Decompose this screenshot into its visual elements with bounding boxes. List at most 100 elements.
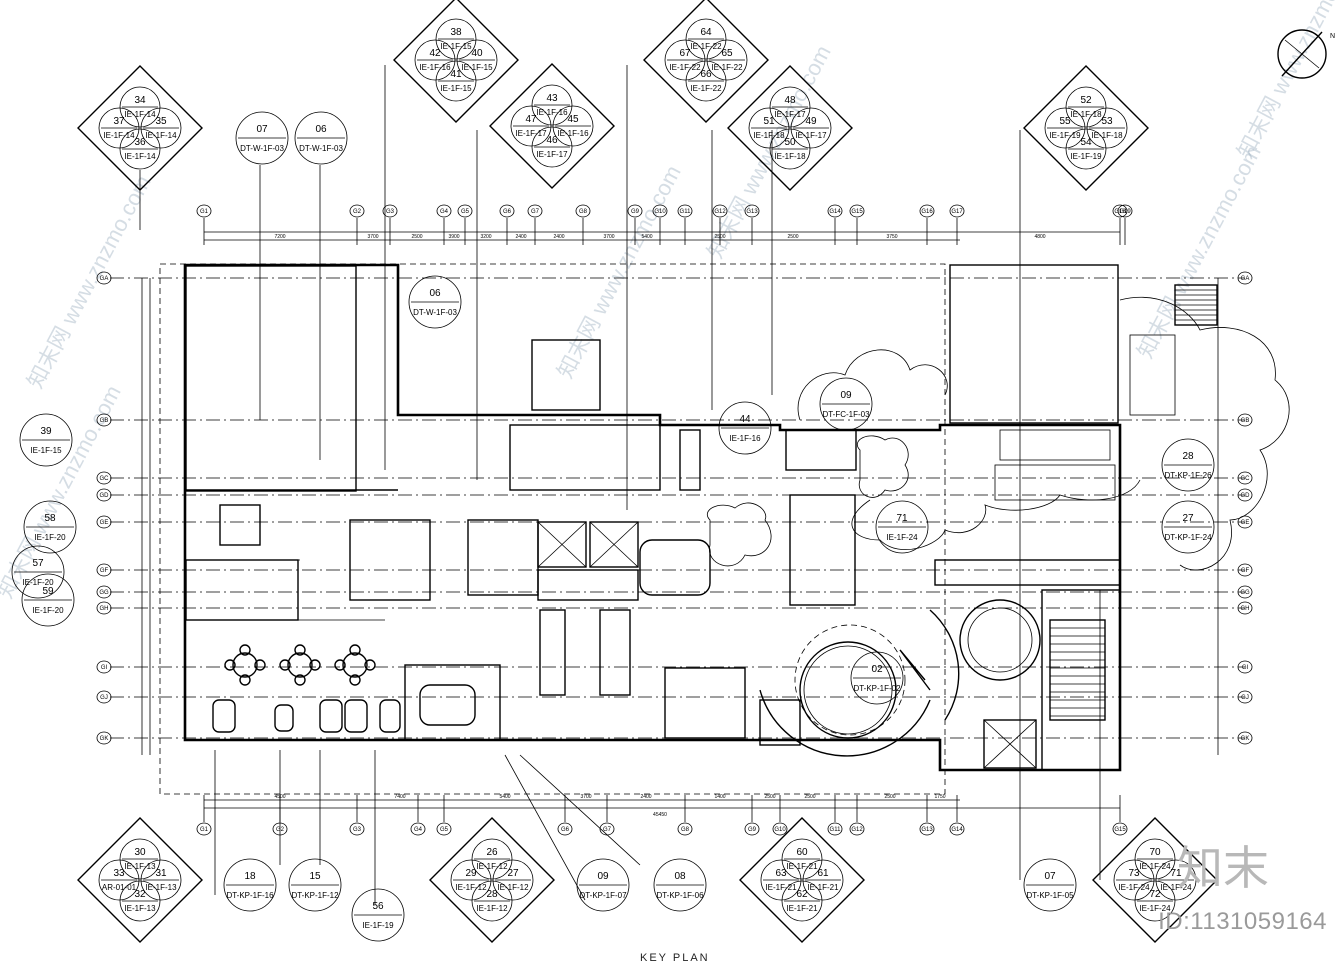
tag-number: 18	[244, 871, 256, 882]
reference-circle	[748, 107, 790, 149]
reference-number: 49	[805, 116, 817, 127]
reference-circle	[552, 105, 594, 147]
tag-circle	[408, 275, 462, 329]
reference-number: 30	[134, 847, 146, 858]
diamond-frame	[77, 65, 203, 191]
reference-sheet: IE-1F-17	[536, 150, 568, 159]
reference-sheet: IE-1F-18	[753, 131, 785, 140]
dimension-value: 2500	[804, 794, 815, 800]
reference-sheet: IE-1F-15	[461, 63, 493, 72]
stairs	[1049, 284, 1218, 721]
grid-label: G10	[774, 827, 786, 833]
grid-bubble	[677, 822, 693, 836]
tag-number: 28	[1182, 451, 1194, 462]
grid-label: GB	[100, 418, 109, 424]
grid-bubble	[712, 204, 728, 218]
tag-sheet: DT-KP-1F-12	[291, 891, 339, 900]
grid-label: G16	[921, 209, 933, 215]
grid-bubble	[382, 204, 398, 218]
grid-label: GJ	[1241, 695, 1249, 701]
reference-number: 34	[134, 95, 146, 106]
reference-sheet: IE-1F-12	[476, 862, 508, 871]
tag-number: 06	[315, 124, 327, 135]
reference-sheet: IE-1F-14	[103, 131, 135, 140]
reference-sheet: IE-1F-18	[1091, 131, 1123, 140]
reference-circle	[450, 859, 492, 901]
reference-number: 54	[1080, 137, 1092, 148]
grid-label: G6	[561, 827, 570, 833]
grid-label: GI	[1242, 665, 1249, 671]
grid-bubble	[410, 822, 426, 836]
grid-bubble	[1237, 731, 1253, 745]
reference-number: 65	[721, 48, 733, 59]
grid-bubble	[96, 690, 112, 704]
reference-number: 41	[450, 69, 462, 80]
dimension-value: 3900	[448, 234, 459, 240]
reference-sheet: IE-1F-15	[440, 42, 472, 51]
reference-sheet: IE-1F-17	[795, 131, 827, 140]
grid-bubble	[436, 204, 452, 218]
reference-circle	[510, 105, 552, 147]
grid-bubble	[849, 204, 865, 218]
grid-bubble	[96, 413, 112, 427]
grid-bubble	[96, 471, 112, 485]
reference-number: 27	[507, 868, 519, 879]
dimension-value: 3700	[603, 234, 614, 240]
reference-circle	[664, 39, 706, 81]
grid-label: G18	[1114, 209, 1126, 215]
dimension-value: 5400	[499, 794, 510, 800]
grid-bubble	[1117, 204, 1133, 218]
dimension-value: 3700	[367, 234, 378, 240]
grid-bubble	[96, 660, 112, 674]
dimension-value: 3200	[480, 234, 491, 240]
reference-number: 63	[775, 868, 787, 879]
reference-circle	[706, 39, 748, 81]
tag-circle	[819, 377, 873, 431]
watermark-text: 知末网 www.znzmo.com	[22, 171, 155, 392]
grid-bubble	[96, 731, 112, 745]
tag-number: 58	[44, 513, 56, 524]
tag-circle	[235, 111, 289, 165]
grid-label: G13	[921, 827, 933, 833]
reference-number: 28	[486, 889, 498, 900]
reference-circle	[1065, 128, 1107, 170]
tag-sheet: DT-KP-1F-24	[1164, 533, 1212, 542]
tag-number: 06	[429, 288, 441, 299]
grid-label: G5	[440, 827, 449, 833]
reference-sheet: IE-1F-18	[1070, 110, 1102, 119]
dimension-value: 2500	[411, 234, 422, 240]
grid-bubble	[96, 515, 112, 529]
tag-circle	[223, 858, 277, 912]
grid-bubble	[96, 271, 112, 285]
reference-number: 60	[796, 847, 808, 858]
reference-number: 46	[546, 135, 558, 146]
reference-sheet: IE-1F-21	[765, 883, 797, 892]
tag-number: 09	[840, 390, 852, 401]
grid-bubble	[1237, 585, 1253, 599]
reference-circle	[1065, 86, 1107, 128]
reference-number: 43	[546, 93, 558, 104]
tag-circle	[875, 500, 929, 554]
landscape-outline	[707, 296, 1290, 571]
tag-number: 59	[42, 586, 54, 597]
tag-sheet: DT-KP-1F-05	[1026, 891, 1074, 900]
reference-circle	[769, 128, 811, 170]
grid-bubble	[1237, 471, 1253, 485]
grid-bubble	[1237, 488, 1253, 502]
grid-label: GH	[100, 606, 109, 612]
dimension-value: 2500	[787, 234, 798, 240]
reference-number: 72	[1149, 889, 1161, 900]
building-outline	[159, 263, 1122, 795]
reference-circle	[456, 39, 498, 81]
